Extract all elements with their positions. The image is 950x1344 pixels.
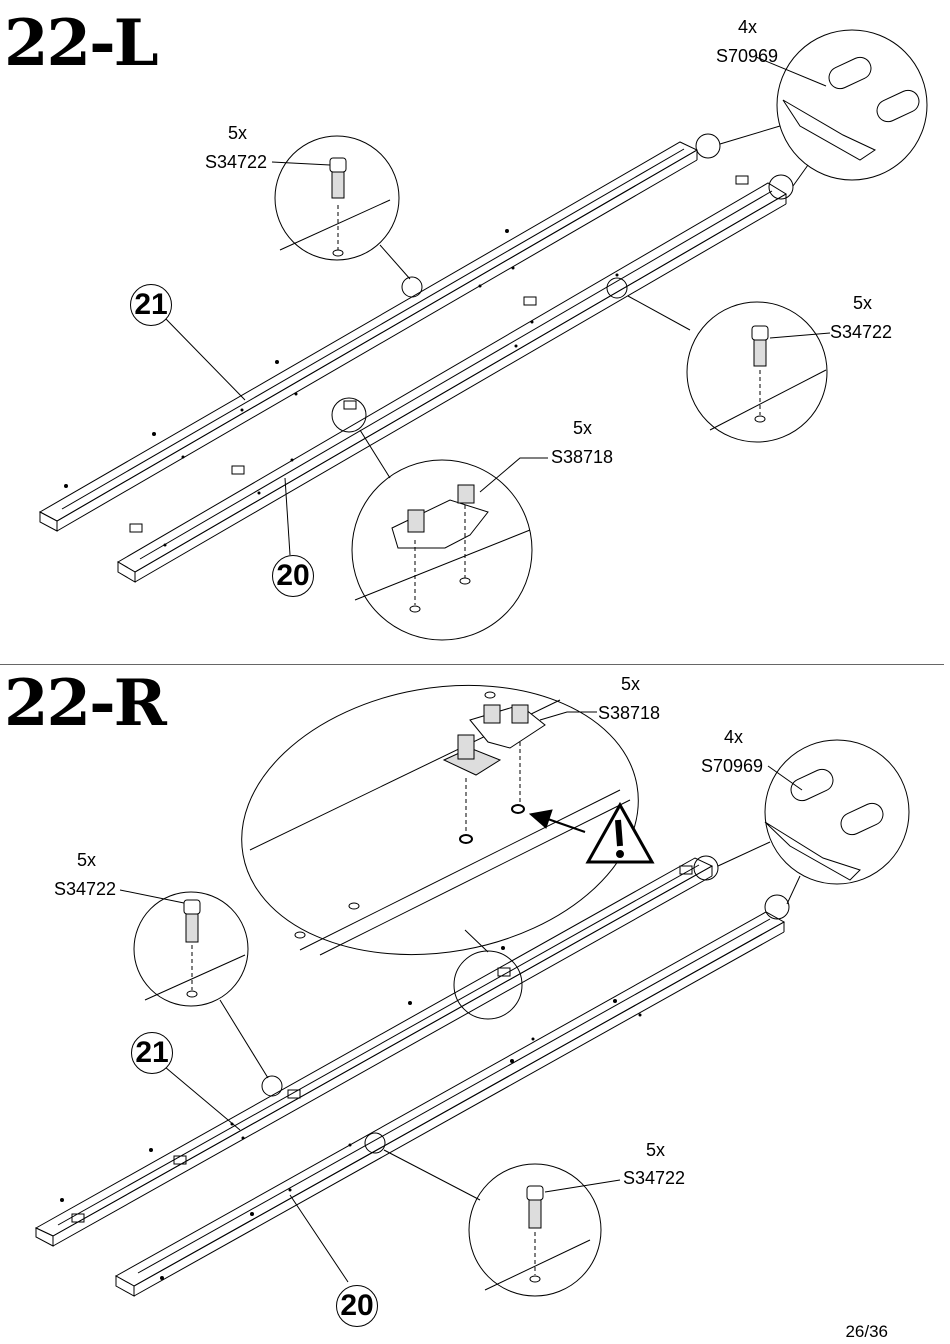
bracket-code-left: S38718 [551,447,614,467]
board-20-left [117,182,787,583]
cam-bolt-detail-right-b [383,1149,621,1297]
step-22r-drawing [34,684,910,1297]
bracket-qty-right: 5x [621,674,641,694]
board-20-right [114,911,786,1297]
dowel-qty-left: 4x [738,17,758,37]
cam-bolt-detail-left-a [271,135,411,280]
part-number-21-left: 21 [130,284,172,326]
part-number-21-right: 21 [131,1032,173,1074]
bracket-detail-left [351,429,548,641]
bracket-markers-left [129,175,749,533]
bracket-detail-right [241,684,639,956]
warning-triangle-icon [585,801,655,864]
section-divider [0,664,944,665]
cam-bolt-code-left-b: S34722 [830,322,893,342]
step-title-22l: 22-L [4,6,159,81]
dowel-code-left: S70969 [716,46,779,66]
cam-bolt-qty-right-b: 5x [646,1140,666,1160]
cam-bolt-code-right-b: S34722 [623,1168,686,1188]
cam-bolt-code-left-a: S34722 [205,152,268,172]
dowel-code-right: S70969 [701,756,764,776]
cam-bolt-detail-left-b [627,295,831,443]
dowel-qty-right: 4x [724,727,744,747]
board-21-left [38,141,699,532]
page-number: 26/36 [845,1322,888,1341]
part-number-20-left: 20 [272,555,314,597]
cam-bolt-qty-left-a: 5x [228,123,248,143]
cam-bolt-qty-left-b: 5x [853,293,873,313]
bracket-qty-left: 5x [573,418,593,438]
part-number-20-right: 20 [336,1285,378,1327]
dowel-detail-left [719,29,928,187]
cam-bolt-code-right-a: S34722 [54,879,117,899]
bracket-code-right: S38718 [598,703,661,723]
cam-bolt-detail-right-a [119,889,269,1079]
step-title-22r: 22-R [4,666,167,741]
dowel-detail-right [717,739,910,905]
step-22l-drawing [38,29,928,641]
cam-bolt-qty-right-a: 5x [77,850,97,870]
arrow-icon [528,809,586,833]
board-21-right [34,857,714,1247]
bracket-markers-right [71,865,693,1223]
